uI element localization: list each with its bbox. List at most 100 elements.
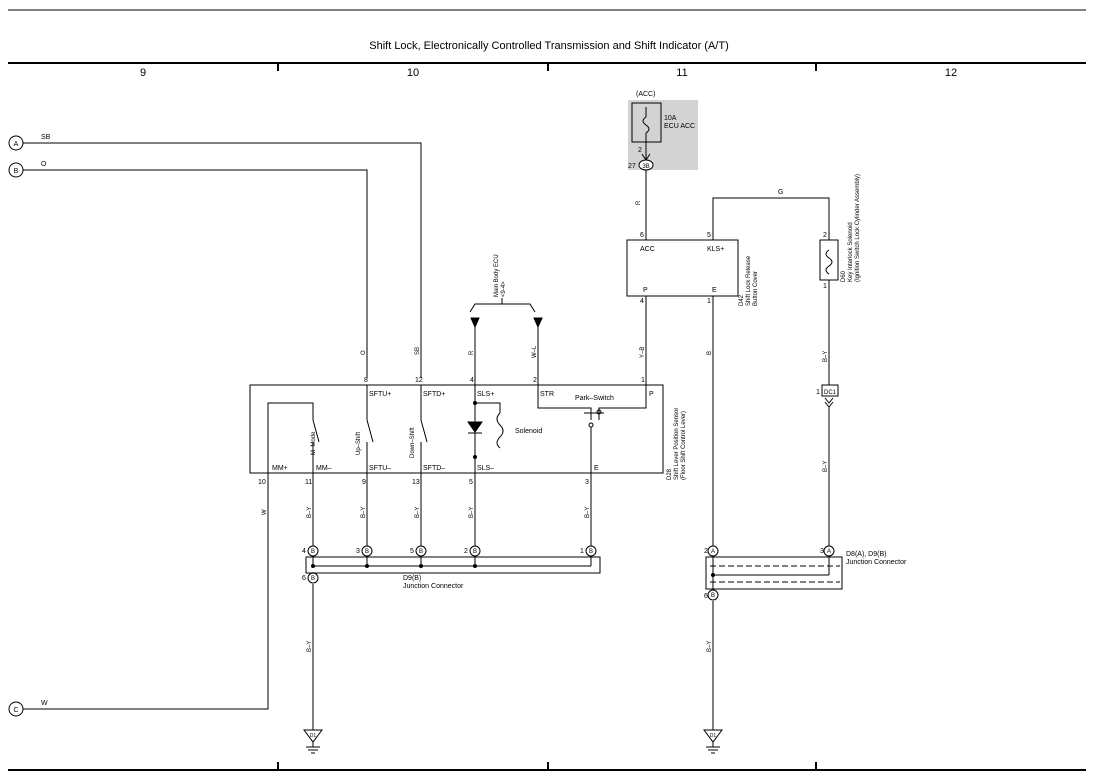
d9-pin-4 bbox=[307, 545, 319, 557]
wire-g bbox=[712, 197, 830, 240]
d8-conn-letter-b: B bbox=[711, 593, 715, 599]
wire-label-w-vert: W bbox=[262, 509, 268, 515]
wire-w bbox=[23, 402, 314, 710]
wire-label-by-3: B–Y bbox=[585, 507, 591, 518]
d42-pin4: 4 bbox=[640, 298, 644, 305]
ref-c-label: C bbox=[13, 707, 18, 714]
wire-sb bbox=[23, 142, 422, 378]
fuse-acc: (ACC) bbox=[636, 91, 655, 98]
d42-box bbox=[626, 239, 739, 297]
d9-pin-3 bbox=[361, 545, 373, 557]
d9-conn-letter: B bbox=[311, 549, 315, 555]
d28-label-sftd-minus: SFTD– bbox=[423, 465, 445, 472]
wire-label-r-fuse: R bbox=[636, 200, 642, 205]
d8-out-pin: 6 bbox=[704, 593, 708, 600]
d28-label-sftd-plus: SFTD+ bbox=[423, 391, 445, 398]
d9-conn-letter: B bbox=[419, 549, 423, 555]
d9-name: Junction Connector bbox=[403, 583, 464, 590]
d8-pin-6 bbox=[707, 589, 719, 601]
fuse-conn: 3B bbox=[642, 164, 649, 170]
d28-pin-11: 11 bbox=[305, 479, 312, 486]
wire-label-by-11: B–Y bbox=[307, 507, 313, 518]
ground-right-triangle bbox=[703, 729, 723, 743]
switch-label-mmode: M–Mode bbox=[311, 431, 317, 455]
d28-id: D28 bbox=[667, 468, 673, 480]
d9-out-pin: 6 bbox=[302, 575, 306, 582]
wire-label-w: W bbox=[41, 700, 48, 707]
fuse-box-shade bbox=[628, 100, 698, 170]
d28-label-sftu-plus: SFTU+ bbox=[369, 391, 391, 398]
ecu-ref: <9-4> bbox=[501, 281, 507, 297]
ecu-arrow-wl bbox=[533, 317, 543, 329]
wire-label-yb: Y–B bbox=[640, 347, 646, 358]
ground-left-triangle bbox=[303, 729, 323, 743]
column-12: 12 bbox=[945, 67, 957, 79]
d42-pin1: 1 bbox=[707, 298, 711, 305]
wire-label-wl: W–L bbox=[532, 345, 538, 358]
wire-label-sb-vert: SB bbox=[415, 347, 421, 355]
switch-label-upshift: Up–Shift bbox=[356, 432, 362, 455]
d28-pin-12: 12 bbox=[415, 377, 423, 384]
ground-left-label: D1 bbox=[310, 733, 317, 739]
wire-label-r: R bbox=[469, 350, 475, 355]
d9-conn-letter: B bbox=[473, 549, 477, 555]
d8-label: D8(A), D9(B) bbox=[846, 551, 886, 558]
ecu-bracket bbox=[469, 298, 536, 313]
ecu-name: Main Body ECU bbox=[494, 254, 500, 297]
switch-upshift bbox=[366, 419, 374, 443]
d9-pin-6 bbox=[307, 572, 319, 584]
wire-label-g: G bbox=[778, 189, 783, 196]
wire-label-by-13: B–Y bbox=[415, 507, 421, 518]
d42-p: P bbox=[643, 287, 648, 294]
d8-name: Junction Connector bbox=[846, 559, 907, 566]
d28-pin-13: 13 bbox=[412, 479, 420, 486]
diode-symbol bbox=[467, 421, 483, 433]
fuse-rating: 10A bbox=[664, 115, 677, 122]
d28-label-str: STR bbox=[540, 391, 554, 398]
d60-pin2: 2 bbox=[823, 232, 827, 239]
switch-mmode bbox=[312, 419, 320, 443]
wire-label-by-dc1: B–Y bbox=[823, 461, 829, 472]
d60-pin1: 1 bbox=[823, 283, 827, 290]
solenoid-coil bbox=[496, 412, 504, 449]
d42-acc: ACC bbox=[640, 246, 655, 253]
wire-label-b: B bbox=[707, 351, 713, 355]
d9-label: D9(B) bbox=[403, 575, 421, 582]
column-9: 9 bbox=[140, 67, 146, 79]
d28-name2: (Floor Shift Control Lever) bbox=[681, 411, 687, 480]
wire-label-by-5: B–Y bbox=[469, 507, 475, 518]
d28-label-mm-plus: MM+ bbox=[272, 465, 288, 472]
d60-id: D60 bbox=[841, 270, 847, 282]
wire-label-by-ground-right: B–Y bbox=[707, 641, 713, 652]
d9-pin-5 bbox=[415, 545, 427, 557]
d9-pinlabel-5: 5 bbox=[410, 548, 414, 555]
d28-label-p: P bbox=[649, 391, 654, 398]
d28-label-mm-minus: MM– bbox=[316, 465, 332, 472]
dc1-box bbox=[821, 384, 839, 397]
d8-conn-letter: A bbox=[711, 549, 715, 555]
ground-right-label: D1 bbox=[710, 733, 717, 739]
ref-a-label: A bbox=[14, 141, 19, 148]
wire-label-o: O bbox=[41, 161, 47, 168]
d8-junction-box bbox=[705, 556, 843, 590]
d28-label-sls-minus: SLS– bbox=[477, 465, 494, 472]
dc1-pin: 1 bbox=[816, 389, 820, 396]
d42-kls: KLS+ bbox=[707, 246, 724, 253]
d8-conn-letter: A bbox=[827, 549, 831, 555]
d28-label-sftu-minus: SFTU– bbox=[369, 465, 391, 472]
d9-pinlabel-4: 4 bbox=[302, 548, 306, 555]
d28-solenoid: Solenoid bbox=[515, 428, 542, 435]
wire-label-o-vert: O bbox=[361, 350, 367, 355]
d9-conn-letter: B bbox=[589, 549, 593, 555]
d42-name: Shift Lock Release bbox=[746, 255, 752, 306]
d42-id: D42 bbox=[739, 294, 745, 306]
d28-box bbox=[249, 384, 664, 474]
d42-pin6: 6 bbox=[640, 232, 644, 239]
fuse-name: ECU ACC bbox=[664, 123, 695, 130]
d8-pinlabel-2: 2 bbox=[704, 548, 708, 555]
d28-pin-3: 3 bbox=[585, 479, 589, 486]
d28-pin-9: 9 bbox=[362, 479, 366, 486]
d8-pin-2 bbox=[707, 545, 719, 557]
d9-pin-1 bbox=[585, 545, 597, 557]
